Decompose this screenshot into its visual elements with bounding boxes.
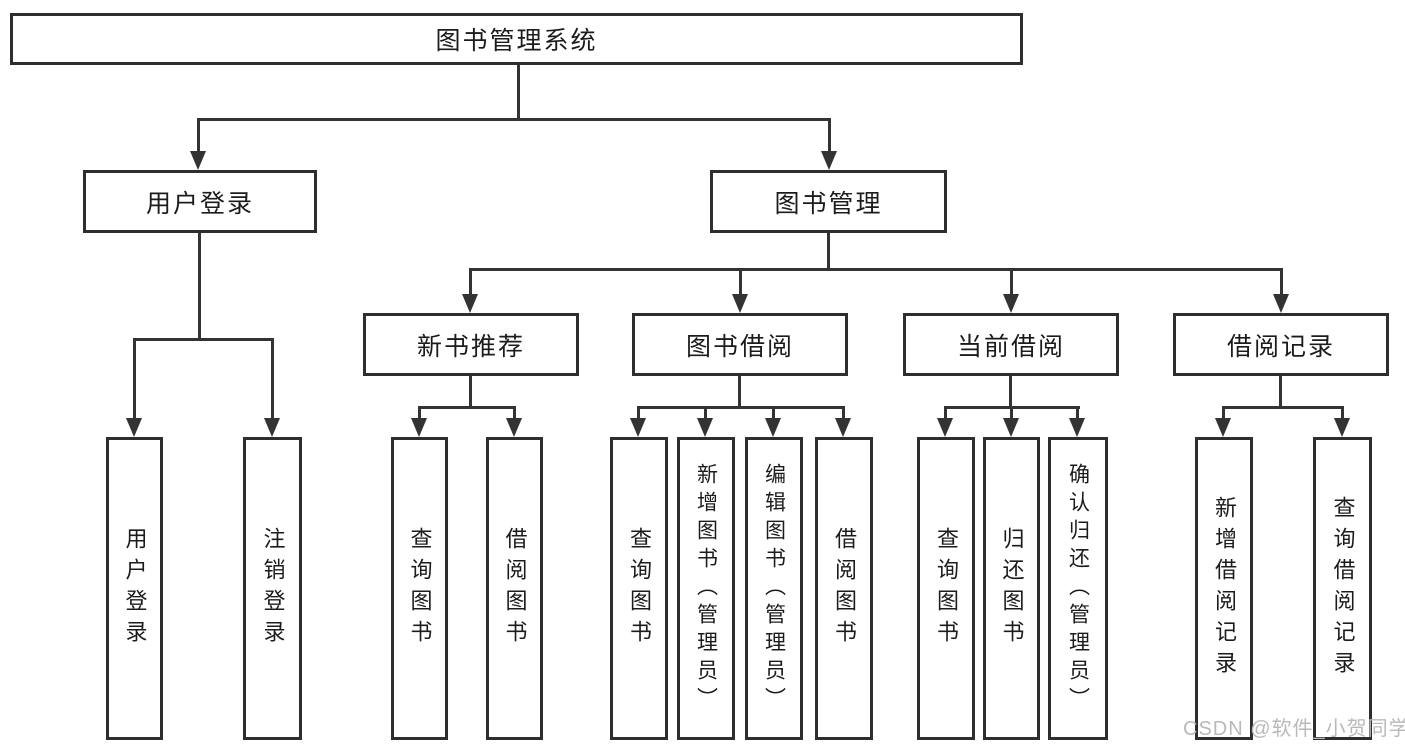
leaf-cb-return-books: 归还图书 <box>983 437 1040 740</box>
leaf-cb-query-books-label: 查询图书 <box>934 526 959 651</box>
node-root: 图书管理系统 <box>10 13 1023 65</box>
arrow-to-leaf-br-query <box>1334 406 1351 437</box>
leaf-bb-query-books: 查询图书 <box>610 437 668 740</box>
leaf-bb-add-books-admin: 新增图书（管理员） <box>677 437 735 740</box>
leaf-user-login-label: 用户登录 <box>122 526 148 651</box>
connector-root-stem <box>517 65 520 121</box>
leaf-bb-borrow-books-label: 借阅图书 <box>832 526 857 651</box>
node-borrow-records-label: 借阅记录 <box>1226 332 1335 361</box>
node-book-borrow: 图书借阅 <box>632 313 848 376</box>
connector-level2-bus <box>469 268 1283 271</box>
leaf-bb-edit-books-admin-label: 编辑图书（管理员） <box>762 462 786 715</box>
connector-user-login-bus <box>133 338 274 341</box>
leaf-br-add-record: 新增借阅记录 <box>1195 437 1253 740</box>
arrow-to-leaf-logout <box>264 338 281 437</box>
arrow-to-borrow-records <box>1273 268 1290 313</box>
leaf-br-add-record-label: 新增借阅记录 <box>1212 495 1237 682</box>
connector-book-borrow-stem <box>738 376 741 409</box>
arrow-to-book-mgmt <box>821 118 838 170</box>
arrow-to-leaf-bb-add <box>697 406 714 437</box>
csdn-watermark: CSDN @软件_小贺同学 <box>1183 718 1405 740</box>
leaf-br-query-record-label: 查询借阅记录 <box>1330 495 1356 682</box>
leaf-bb-add-books-admin-label: 新增图书（管理员） <box>694 462 718 715</box>
arrow-to-new-book-recommend <box>462 268 479 313</box>
leaf-bb-edit-books-admin: 编辑图书（管理员） <box>745 437 803 740</box>
node-book-mgmt-label: 图书管理 <box>774 189 883 218</box>
leaf-bb-borrow-books: 借阅图书 <box>815 437 873 740</box>
leaf-cb-query-books: 查询图书 <box>917 437 975 740</box>
connector-borrow-records-bus <box>1222 406 1344 409</box>
leaf-bb-query-books-label: 查询图书 <box>627 526 652 651</box>
node-user-login: 用户登录 <box>83 170 317 233</box>
node-current-borrow-label: 当前借阅 <box>956 332 1065 361</box>
arrow-to-leaf-cb-query <box>937 406 954 437</box>
connector-level1-bus <box>197 118 831 121</box>
connector-new-book-bus <box>418 406 516 409</box>
arrow-to-leaf-bb-borrow <box>835 406 852 437</box>
arrow-to-leaf-cb-return <box>1003 406 1020 437</box>
arrow-to-leaf-user-login <box>126 338 143 437</box>
leaf-cb-return-books-label: 归还图书 <box>999 526 1025 651</box>
leaf-user-login: 用户登录 <box>106 437 163 740</box>
node-book-borrow-label: 图书借阅 <box>685 332 794 361</box>
node-user-login-label: 用户登录 <box>145 189 254 218</box>
connector-user-login-stem <box>198 233 201 341</box>
node-book-mgmt: 图书管理 <box>710 170 947 233</box>
arrow-to-leaf-nb-query <box>411 406 428 437</box>
arrow-to-leaf-nb-borrow <box>506 406 523 437</box>
leaf-cb-confirm-return-admin-label: 确认归还（管理员） <box>1066 462 1090 715</box>
arrow-to-leaf-bb-query <box>630 406 647 437</box>
leaf-nb-borrow-books: 借阅图书 <box>486 437 543 740</box>
connector-book-mgmt-stem <box>827 233 830 271</box>
leaf-nb-query-books-label: 查询图书 <box>407 526 433 651</box>
leaf-logout-label: 注销登录 <box>260 526 286 651</box>
leaf-cb-confirm-return-admin: 确认归还（管理员） <box>1048 437 1108 740</box>
node-current-borrow: 当前借阅 <box>903 313 1119 376</box>
connector-borrow-records-stem <box>1279 376 1282 409</box>
leaf-br-query-record: 查询借阅记录 <box>1313 437 1372 740</box>
node-new-book-recommend-label: 新书推荐 <box>416 332 525 361</box>
arrow-to-leaf-bb-edit <box>765 406 782 437</box>
connector-book-borrow-bus <box>637 406 845 409</box>
arrow-to-leaf-br-add <box>1215 406 1232 437</box>
leaf-nb-borrow-books-label: 借阅图书 <box>502 526 528 651</box>
connector-new-book-stem <box>469 376 472 409</box>
arrow-to-user-login <box>190 118 207 170</box>
arrow-to-leaf-cb-confirm <box>1069 406 1086 437</box>
node-new-book-recommend: 新书推荐 <box>363 313 579 376</box>
node-root-label: 图书管理系统 <box>435 27 598 55</box>
leaf-logout: 注销登录 <box>243 437 302 740</box>
connector-current-borrow-stem <box>1009 376 1012 409</box>
arrow-to-book-borrow <box>732 268 749 313</box>
node-borrow-records: 借阅记录 <box>1173 313 1389 376</box>
arrow-to-current-borrow <box>1003 268 1020 313</box>
leaf-nb-query-books: 查询图书 <box>391 437 448 740</box>
